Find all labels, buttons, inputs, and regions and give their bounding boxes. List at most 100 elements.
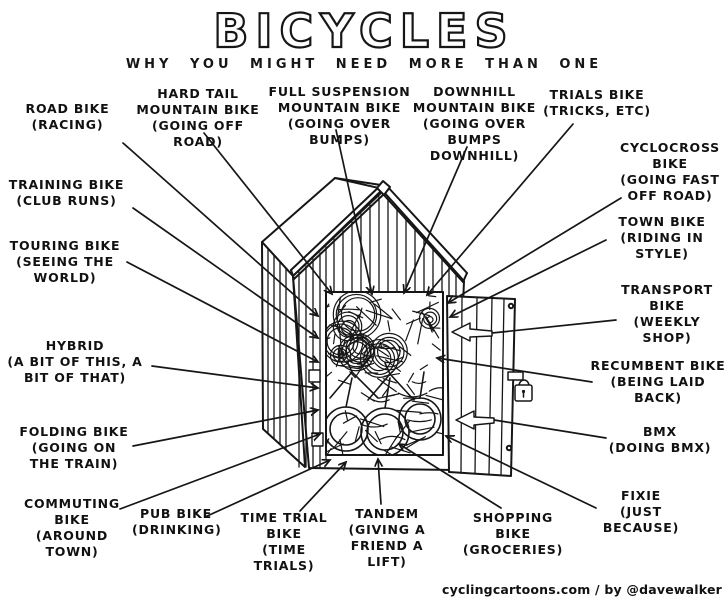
label-hard-tail: HARD TAIL MOUNTAIN BIKE(GOING OFF ROAD) <box>128 86 268 150</box>
bike-purpose: (GOING OVER BUMPS) <box>287 116 392 147</box>
roof-apex <box>376 180 391 196</box>
arrow-hybrid <box>151 365 318 388</box>
pile-of-bikes <box>327 293 442 454</box>
roof-beams <box>290 177 468 283</box>
arrow-full-suspension <box>335 129 372 294</box>
label-road-bike: ROAD BIKE(RACING) <box>5 101 130 133</box>
bike-type: BMX <box>642 424 677 439</box>
arrow-transport-bike <box>491 319 617 334</box>
door-knot <box>505 444 513 452</box>
label-transport-bike: TRANSPORT BIKE(WEEKLY SHOP) <box>616 282 718 346</box>
credit-line: cyclingcartoons.com / by @davewalker <box>442 582 722 597</box>
arrow-recumbent <box>437 358 593 383</box>
bike-type: TRAINING BIKE <box>8 177 125 192</box>
arrow-town-bike <box>450 239 607 317</box>
label-folding-bike: FOLDING BIKE(GOING ON THE TRAIN) <box>15 424 133 472</box>
label-touring-bike: TOURING BIKE(SEEING THE WORLD) <box>2 238 128 286</box>
leader-arrows <box>119 123 622 518</box>
label-downhill: DOWNHILL MOUNTAIN BIKE(GOING OVER BUMPS … <box>412 84 537 164</box>
bike-type: DOWNHILL MOUNTAIN BIKE <box>412 84 537 115</box>
bike-purpose: (WEEKLY SHOP) <box>633 314 701 345</box>
bike-type: TOURING BIKE <box>9 238 121 253</box>
bike-type: TANDEM <box>355 506 419 521</box>
hinge-icon <box>308 369 321 383</box>
arrow-time-trial <box>299 462 346 512</box>
label-fixie: FIXIE(JUST BECAUSE) <box>590 488 692 536</box>
bike-type: PUB BIKE <box>140 506 212 521</box>
bike-purpose: (GOING OFF ROAD) <box>151 118 245 149</box>
arrow-commuting-bike <box>119 434 320 510</box>
bike-purpose: (RACING) <box>31 117 104 132</box>
door-knot <box>507 302 515 310</box>
bike-type: HYBRID <box>45 338 105 353</box>
arrow-hard-tail <box>203 132 332 294</box>
bike-purpose: (GIVING A FRIEND A LIFT) <box>348 522 426 569</box>
arrow-tandem <box>378 459 381 505</box>
bike-purpose: (GOING OVER BUMPS DOWNHILL) <box>422 116 527 163</box>
bike-type: TRIALS BIKE <box>549 87 645 102</box>
arrow-touring-bike <box>126 261 318 362</box>
label-recumbent: RECUMBENT BIKE(BEING LAID BACK) <box>588 358 728 406</box>
label-cyclocross: CYCLOCROSS BIKE(GOING FAST OFF ROAD) <box>616 140 724 204</box>
bike-type: FIXIE <box>620 488 662 503</box>
wedge-arrow-transport <box>451 322 493 342</box>
arrow-road-bike <box>122 142 318 316</box>
padlock-icon <box>507 371 533 402</box>
label-shopping-bike: SHOPPING BIKE(GROCERIES) <box>458 510 568 558</box>
shed <box>261 177 533 477</box>
label-trials-bike: TRIALS BIKE(TRICKS, ETC) <box>538 87 656 119</box>
bike-purpose: (GOING FAST OFF ROAD) <box>620 172 720 203</box>
label-hybrid: HYBRID(A BIT OF THIS, A BIT OF THAT) <box>0 338 150 386</box>
arrow-fixie <box>446 436 597 509</box>
bike-type: ROAD BIKE <box>25 101 110 116</box>
bike-type: HARD TAIL MOUNTAIN BIKE <box>136 86 260 117</box>
open-door <box>446 295 516 477</box>
label-full-suspension: FULL SUSPENSION MOUNTAIN BIKE(GOING OVER… <box>262 84 417 148</box>
wedge-arrows <box>451 322 495 430</box>
bike-purpose: (RIDING IN STYLE) <box>620 230 704 261</box>
label-tandem: TANDEM(GIVING A FRIEND A LIFT) <box>338 506 436 570</box>
bike-purpose: (JUST BECAUSE) <box>602 504 680 535</box>
label-commuting-bike: COMMUTING BIKE(AROUND TOWN) <box>22 496 122 560</box>
bike-type: RECUMBENT BIKE <box>590 358 726 373</box>
label-training-bike: TRAINING BIKE(CLUB RUNS) <box>0 177 133 209</box>
arrow-shopping-bike <box>399 444 502 509</box>
bike-type: FOLDING BIKE <box>19 424 129 439</box>
left-wall-planks <box>267 248 287 451</box>
front-bikes <box>327 360 442 454</box>
bike-purpose: (AROUND TOWN) <box>35 528 109 559</box>
arrow-downhill <box>404 146 468 293</box>
arrow-bmx <box>493 419 607 439</box>
bike-type: CYCLOCROSS BIKE <box>620 140 720 171</box>
bike-purpose: (DRINKING) <box>132 522 222 537</box>
wedge-arrow-bmx <box>455 410 495 430</box>
arrow-pub-bike <box>204 460 330 518</box>
bike-purpose: (TRICKS, ETC) <box>543 103 651 118</box>
page-subtitle: WHY YOU MIGHT NEED MORE THAN ONE <box>125 57 603 72</box>
bike-purpose: (DOING BMX) <box>608 440 712 455</box>
bike-type: COMMUTING BIKE <box>24 496 120 527</box>
page-title: BICYCLES <box>212 3 515 59</box>
label-pub-bike: PUB BIKE(DRINKING) <box>132 506 222 538</box>
label-time-trial: TIME TRIAL BIKE(TIME TRIALS) <box>232 510 336 574</box>
label-bmx: BMX(DOING BMX) <box>606 424 714 456</box>
arrow-cyclocross <box>448 197 622 303</box>
bike-purpose: (CLUB RUNS) <box>16 193 117 208</box>
label-town-bike: TOWN BIKE(RIDING IN STYLE) <box>606 214 718 262</box>
bike-purpose: (GOING ON THE TRAIN) <box>29 440 119 471</box>
doorway-frame <box>325 291 444 456</box>
arrow-training-bike <box>132 207 318 338</box>
bike-purpose: (TIME TRIALS) <box>253 542 315 573</box>
bike-purpose: (BEING LAID BACK) <box>610 374 706 405</box>
bike-purpose: (GROCERIES) <box>462 542 564 557</box>
arrow-trials-bike <box>427 123 574 295</box>
bike-purpose: (SEEING THE WORLD) <box>16 254 114 285</box>
bike-type: SHOPPING BIKE <box>472 510 554 541</box>
arrow-folding-bike <box>132 410 318 447</box>
bike-purpose: (A BIT OF THIS, A BIT OF THAT) <box>7 354 143 385</box>
bike-type: TRANSPORT BIKE <box>621 282 713 313</box>
bike-type: FULL SUSPENSION MOUNTAIN BIKE <box>268 84 411 115</box>
bike-type: TOWN BIKE <box>618 214 706 229</box>
